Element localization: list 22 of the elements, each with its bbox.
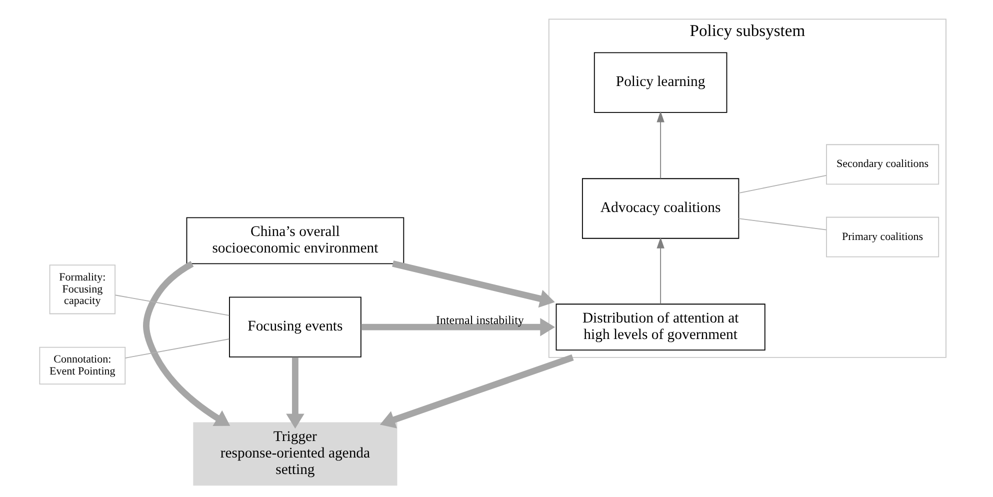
node-box: China’s overall socioeconomic environment [186, 217, 404, 264]
arrow [656, 111, 664, 179]
node-box: Trigger response-oriented agenda setting [193, 422, 398, 486]
arrow [286, 357, 304, 429]
node-box: Formality: Focusing capacity [49, 264, 116, 314]
node-box: Focusing events [229, 296, 362, 358]
node-box: Distribution of attention at high levels of government [556, 304, 766, 351]
edge-label: Internal instability [436, 312, 524, 327]
arrow [656, 237, 664, 304]
connector [124, 338, 230, 358]
node-box: Secondary coalitions [826, 144, 940, 185]
arrow [380, 354, 574, 428]
node-box: Primary coalitions [826, 216, 940, 258]
connector [738, 218, 827, 230]
arrow [143, 261, 230, 426]
node-box: Policy learning [594, 52, 728, 113]
connector [114, 294, 230, 316]
connector [738, 175, 827, 194]
arrow [392, 260, 555, 308]
node-box: Advocacy coalitions [582, 178, 740, 239]
node-box: Connotation: Event Pointing [39, 346, 126, 385]
arrow [361, 318, 556, 336]
